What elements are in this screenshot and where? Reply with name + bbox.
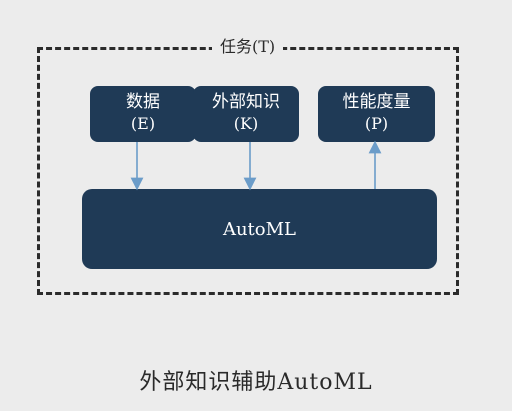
data-node-code: (E)	[130, 114, 156, 133]
data-node: 数据 (E)	[90, 86, 196, 142]
performance-measure-node-title: 性能度量	[342, 92, 411, 112]
automl-node-label: AutoML	[222, 218, 297, 240]
performance-measure-node-code: (P)	[364, 114, 389, 133]
external-knowledge-node-title: 外部知识	[212, 92, 280, 112]
task-label: 任务(T)	[212, 36, 284, 58]
automl-node: AutoML	[82, 189, 437, 269]
data-node-title: 数据	[126, 92, 160, 112]
figure-caption: 外部知识辅助AutoML	[139, 370, 373, 395]
performance-measure-node: 性能度量 (P)	[318, 86, 435, 142]
external-knowledge-node: 外部知识 (K)	[193, 86, 299, 142]
external-knowledge-node-code: (K)	[233, 114, 259, 133]
